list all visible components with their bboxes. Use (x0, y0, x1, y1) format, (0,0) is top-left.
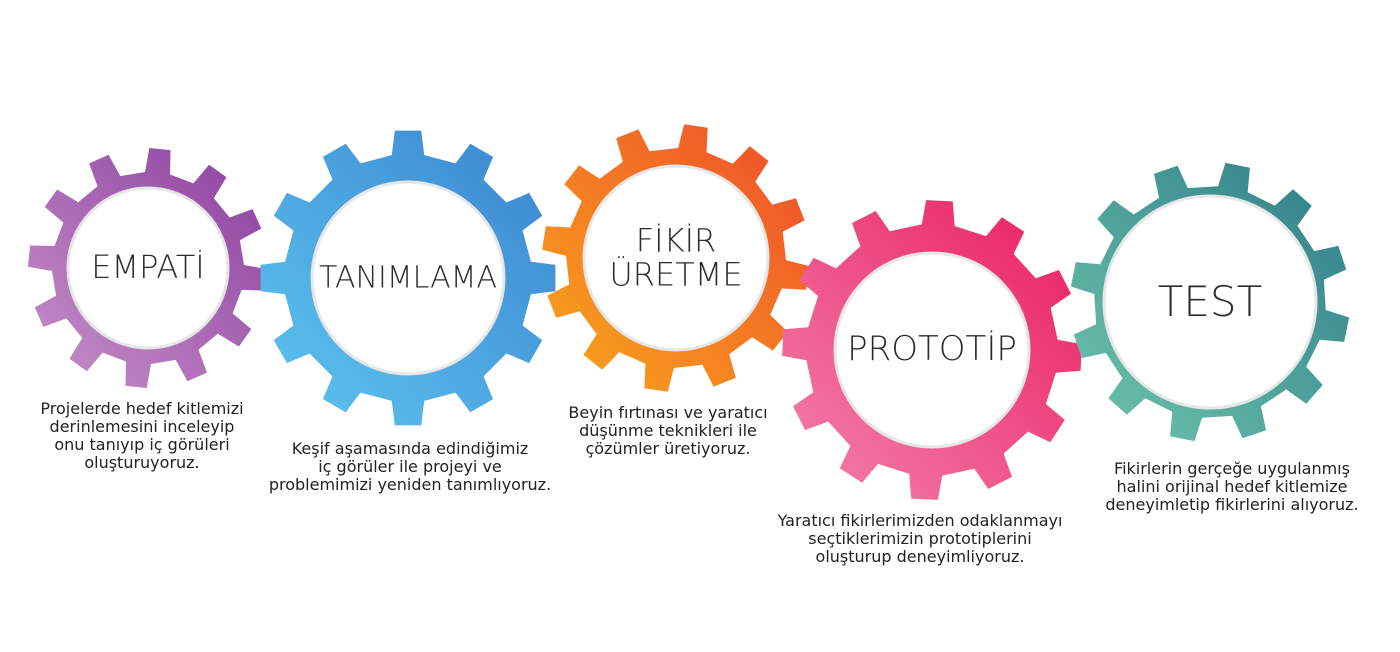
description-line: seçtiklerimizin prototiplerini (808, 529, 1032, 548)
description-line: derinlemesini inceleyip (49, 417, 235, 436)
description-line: Fikirlerin gerçeğe uygulanmış (1114, 459, 1350, 478)
stage-description-prototip: Yaratıcı fikirlerimizden odaklanmayı seç… (778, 512, 1063, 566)
description-line: problemimizi yeniden tanımlıyoruz. (268, 475, 552, 494)
gear-center-5 (1102, 194, 1318, 410)
description-line: iç görüler ile projeyi ve (318, 457, 502, 476)
stage-title-prototip: PROTOTİP (847, 329, 1017, 370)
stage-description-empati: Projelerde hedef kitlemizi derinlemesini… (40, 400, 243, 472)
stage-description-test: Fikirlerin gerçeğe uygulanmış halini ori… (1105, 460, 1358, 514)
stage-title-empati: EMPATİ (91, 248, 205, 287)
stage-description-fikir-uretme: Beyin fırtınası ve yaratıcı düşünme tekn… (568, 404, 767, 458)
gear-center-3 (582, 164, 770, 352)
stage-title-line: ÜRETME (609, 255, 743, 293)
description-line: Projelerde hedef kitlemizi (40, 399, 244, 418)
stage-description-tanimlama: Keşif aşamasında edindiğimiz iç görüler … (269, 440, 551, 494)
stage-title-test: TEST (1157, 276, 1263, 326)
description-line: Keşif aşamasında edindiğimiz (291, 439, 529, 458)
gear-center-4 (833, 251, 1031, 449)
description-line: oluşturup deneyimliyoruz. (815, 547, 1025, 566)
gear-center-1 (66, 186, 230, 350)
description-line: onu tanıyıp iç görüleri (54, 435, 230, 454)
description-line: Yaratıcı fikirlerimizden odaklanmayı (777, 511, 1063, 530)
gear-center-2 (310, 180, 506, 376)
description-line: düşünme teknikleri ile (579, 421, 757, 440)
description-line: deneyimletip fikirlerini alıyoruz. (1105, 495, 1359, 514)
description-line: halini orijinal hedef kitlemize (1116, 477, 1348, 496)
stage-title-line: FİKİR (635, 221, 717, 260)
description-line: Beyin fırtınası ve yaratıcı (568, 403, 768, 422)
description-line: oluşturuyoruz. (84, 453, 200, 472)
description-line: çözümler üretiyoruz. (585, 439, 751, 458)
stage-title-tanimlama: TANIMLAMA (318, 260, 498, 296)
stage-title-fikir-uretme: FİKİR ÜRETME (609, 224, 742, 291)
